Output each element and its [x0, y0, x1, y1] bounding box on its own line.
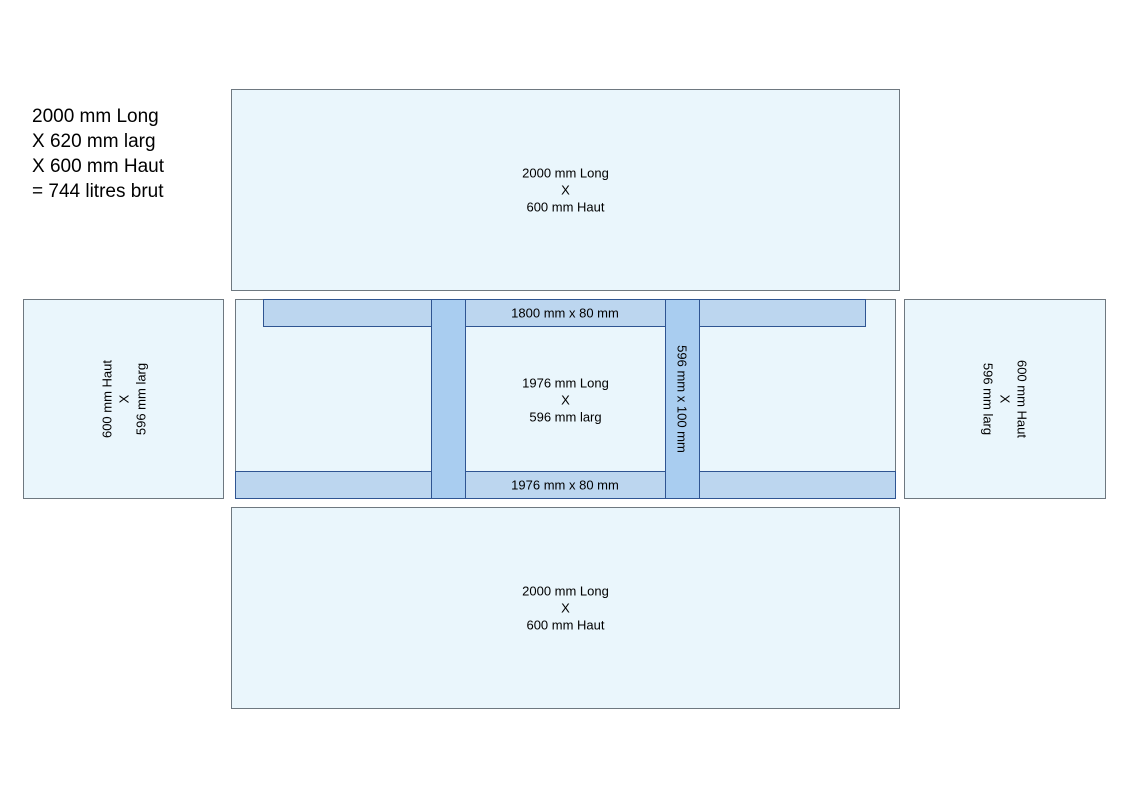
bottom-rail-label: 1976 mm x 80 mm: [511, 477, 619, 493]
base-panel-label: 1976 mm Long X 596 mm larg: [522, 375, 609, 425]
base-panel: 1976 mm Long X 596 mm larg: [235, 299, 896, 499]
top-side-panel: 2000 mm Long X 600 mm Haut: [231, 89, 900, 291]
bottom-side-panel: 2000 mm Long X 600 mm Haut: [231, 507, 900, 709]
top-rail-label: 1800 mm x 80 mm: [511, 305, 619, 321]
summary-height: X 600 mm Haut: [32, 156, 164, 177]
bottom-rail: [235, 471, 896, 499]
right-end-panel: 600 mm Haut X 596 mm larg: [904, 299, 1106, 499]
summary-volume: = 744 litres brut: [32, 181, 164, 202]
left-end-panel: 600 mm Haut X 596 mm larg: [23, 299, 224, 499]
summary-width: X 620 mm larg: [32, 131, 156, 152]
top-side-panel-label: 2000 mm Long X 600 mm Haut: [522, 165, 609, 215]
top-rail: [263, 299, 866, 327]
right-end-panel-label: 600 mm Haut X 596 mm larg: [980, 359, 1030, 439]
right-cross-brace: [665, 299, 700, 499]
left-cross-brace: [431, 299, 466, 499]
summary-length: 2000 mm Long: [32, 106, 159, 127]
cross-brace-label: 596 mm x 100 mm: [674, 345, 690, 453]
dimensions-summary: 2000 mm Long X 620 mm larg X 600 mm Haut…: [32, 104, 164, 204]
bottom-side-panel-label: 2000 mm Long X 600 mm Haut: [522, 583, 609, 633]
left-end-panel-label: 600 mm Haut X 596 mm larg: [99, 359, 148, 439]
